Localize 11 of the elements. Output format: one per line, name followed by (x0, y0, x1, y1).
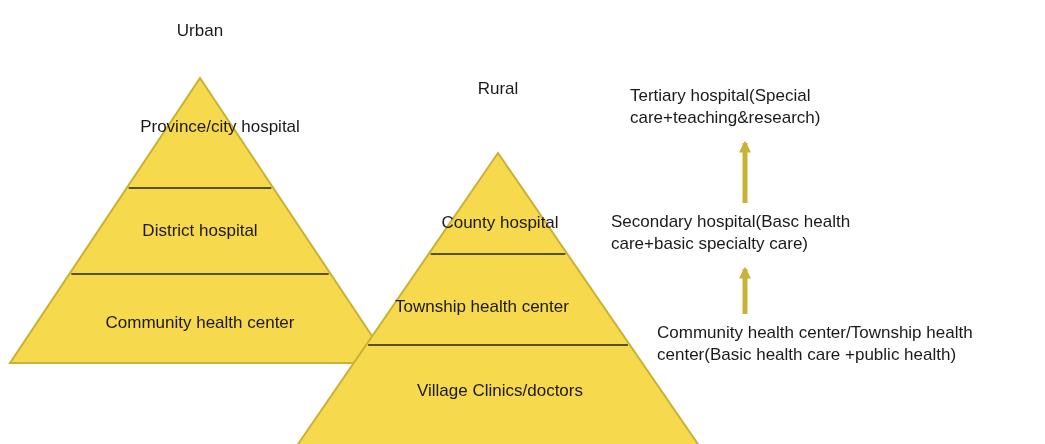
tier-label: District hospital (141, 220, 259, 242)
care-level-text: Tertiary hospital(Special care+teaching&research) (630, 85, 822, 129)
pyramid-heading: Rural (476, 78, 520, 100)
care-level-text: Community health center/Township health center(Basic health care +public health) (657, 322, 974, 366)
tier-label: Township health center (395, 296, 570, 318)
tier-label: Village Clinics/doctors (416, 380, 584, 402)
arrow (739, 140, 751, 203)
pyramid-heading: Urban (175, 20, 225, 42)
tier-label: Community health center (104, 312, 296, 334)
care-level-text: Secondary hospital(Basc health care+basic specialty care) (611, 211, 852, 255)
arrow (739, 266, 751, 314)
